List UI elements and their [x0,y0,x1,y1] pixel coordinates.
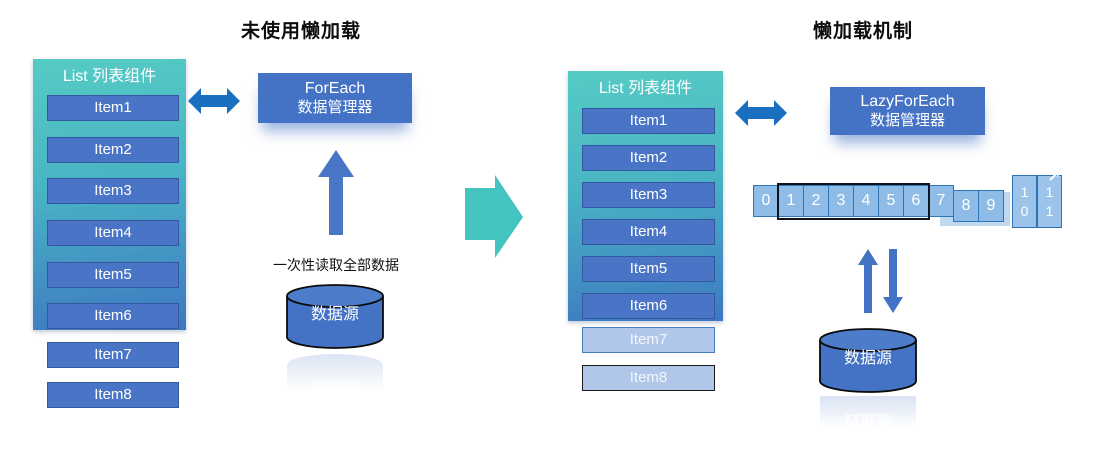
index-cell: 2 [803,185,829,217]
transition-right-arrow-icon [465,175,523,258]
datasource-label: 数据源 [310,306,359,323]
index-cell: 8 [953,190,979,222]
index-cell: 5 [878,185,904,217]
manager-name: LazyForEach [860,92,955,110]
digit: 0 [1020,202,1029,219]
list-item-outside: Item8 [47,382,179,408]
lazy-list-item: Item7 [582,327,715,353]
datasource-reflection-label: 数据源 [843,411,892,428]
store-down-arrow-icon [883,249,903,313]
left-caption: 一次性读取全部数据 [273,257,399,273]
manager-role: 数据管理器 [869,111,945,129]
digit: 1 [1045,183,1054,200]
left-sync-double-arrow-icon [188,85,240,117]
list-item: Item4 [582,219,715,245]
right-sync-double-arrow-icon [735,97,787,129]
manager-role: 数据管理器 [297,98,373,116]
list-item: Item1 [47,95,179,121]
index-cell-tall: 1 1 [1037,175,1062,228]
index-cell: 7 [928,185,954,217]
index-cell: 9 [978,190,1004,222]
lazyforeach-manager-box: LazyForEach 数据管理器 [830,87,985,135]
list-item: Item4 [47,220,179,246]
left-list-header: List 列表组件 [62,68,157,85]
left-panel-title: 未使用懒加载 [240,21,361,42]
list-item: Item2 [47,137,179,163]
visible-window-outline [777,183,930,220]
index-cell: 4 [853,185,879,217]
index-cell: 0 [753,185,779,217]
list-item: Item6 [47,303,179,329]
index-cell-tall: 1 0 [1012,175,1037,228]
list-item: Item5 [582,256,715,282]
list-item: Item6 [582,293,715,319]
lazy-list-item: Item8 [582,365,715,391]
list-item-outside: Item7 [47,342,179,368]
manager-name: ForEach [304,79,366,97]
left-datasource-cylinder: 数据源 [285,284,385,350]
right-list-component: List 列表组件 Item1 Item2 Item3 Item4 Item5 … [568,71,723,321]
left-datasource-reflection: 数据源 [285,352,385,418]
right-datasource-cylinder: 数据源 [818,328,918,394]
fetch-up-arrow-icon [858,249,878,313]
digit: 1 [1020,183,1029,200]
list-item: Item5 [47,262,179,288]
index-strip: 0 1 2 3 4 5 6 7 8 9 1 0 1 1 ↗ [753,167,1083,229]
foreach-manager-box: ForEach 数据管理器 [258,73,412,123]
list-item: Item3 [47,178,179,204]
digit: 1 [1045,202,1054,219]
right-list-header: List 列表组件 [598,80,693,97]
right-datasource-reflection: 数据源 [818,386,918,450]
load-all-up-arrow-icon [318,150,354,235]
datasource-reflection-label: 数据源 [310,379,359,396]
list-item: Item2 [582,145,715,171]
northeast-arrow-icon: ↗ [1047,169,1061,186]
list-item: Item3 [582,182,715,208]
index-cell: 3 [828,185,854,217]
right-panel-title: 懒加载机制 [812,21,913,42]
left-list-component: List 列表组件 Item1 Item2 Item3 Item4 Item5 … [33,59,186,330]
list-item: Item1 [582,108,715,134]
index-cell: 6 [903,185,929,217]
datasource-label: 数据源 [843,350,892,367]
